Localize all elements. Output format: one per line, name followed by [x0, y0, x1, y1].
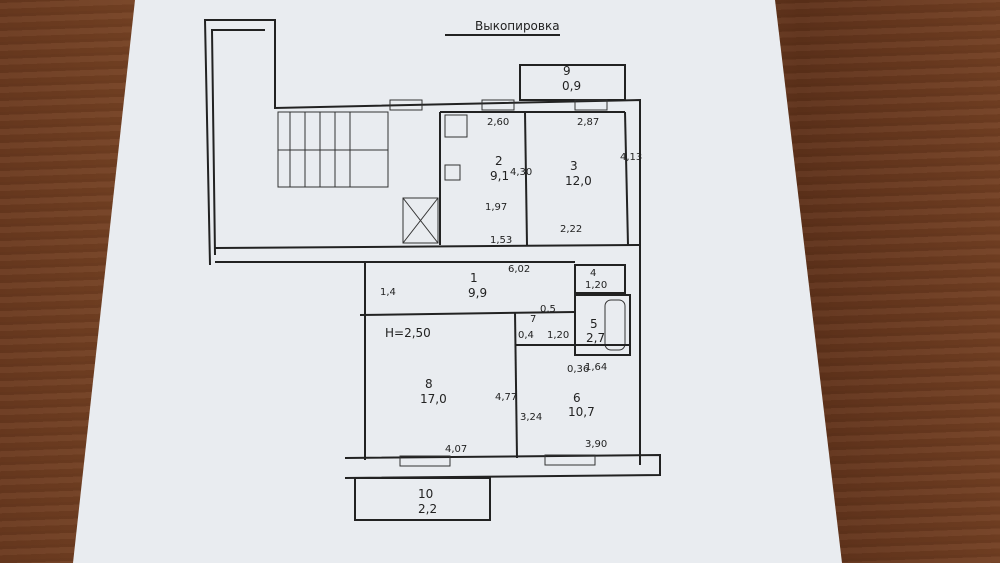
plan-label: 4,30 — [510, 167, 532, 178]
plan-label: 3 — [570, 159, 578, 173]
plan-label: 0,4 — [518, 330, 534, 341]
plan-label: 10 — [418, 487, 433, 501]
plan-label: 0,9 — [562, 79, 581, 93]
plan-label: 2,7 — [586, 331, 605, 345]
plan-label: 7 — [530, 314, 536, 325]
walls — [203, 19, 661, 521]
window — [389, 99, 423, 111]
bathtub-icon — [604, 299, 626, 351]
plan-label: 6,02 — [508, 264, 530, 275]
room-5-bath — [574, 294, 631, 356]
room-4-wc — [574, 264, 626, 294]
balcony-10 — [354, 477, 491, 521]
plan-label: 9,1 — [490, 169, 509, 183]
plan-label: 4,77 — [495, 392, 517, 403]
sink-icon — [444, 164, 461, 181]
plan-label: 9 — [563, 64, 571, 78]
plan-label: 1,64 — [585, 362, 607, 373]
plan-label: 2 — [495, 154, 503, 168]
plan-label: 1,97 — [485, 202, 507, 213]
plan-label: 9,9 — [468, 286, 487, 300]
plan-label: 0,36 — [567, 364, 589, 375]
plan-label: 5 — [590, 317, 598, 331]
plan-label: 1,20 — [585, 280, 607, 291]
paper-sheet — [73, 0, 842, 563]
plan-label: 4,13 — [620, 152, 642, 163]
plan-label: 3,90 — [585, 439, 607, 450]
plan-label: 10,7 — [568, 405, 595, 419]
plan-label: 1,20 — [547, 330, 569, 341]
plan-label: 1,4 — [380, 287, 396, 298]
dimension-labels: 2,60 2,87 4,13 4,30 1,97 1,53 2,22 6,02 … — [380, 117, 642, 455]
plan-label: 1 — [470, 271, 478, 285]
plan-label: 6 — [573, 391, 581, 405]
stove-icon — [444, 114, 468, 138]
plan-label: 1,53 — [490, 235, 512, 246]
plan-label: 3,24 — [520, 412, 542, 423]
stairs — [277, 111, 389, 188]
window — [481, 99, 515, 111]
room-labels: 19,9 29,1 312,0 41,20 52,7 610,7 70,4 81… — [385, 64, 607, 516]
plan-title: Выкопировка — [475, 19, 560, 33]
plan-label: 17,0 — [420, 392, 447, 406]
plan-label: 0,5 — [540, 304, 556, 315]
plan-label: 2,60 — [487, 117, 509, 128]
plan-label: 2,2 — [418, 502, 437, 516]
window — [544, 454, 596, 466]
balcony-9 — [519, 64, 626, 101]
plan-label: 4 — [590, 268, 596, 279]
plan-label: 2,22 — [560, 224, 582, 235]
window — [399, 455, 451, 467]
elevator-shaft — [402, 197, 439, 244]
window — [574, 99, 608, 111]
plan-label: 4,07 — [445, 444, 467, 455]
plan-label: H=2,50 — [385, 326, 431, 340]
plan-label: 2,87 — [577, 117, 599, 128]
plan-label: 12,0 — [565, 174, 592, 188]
plan-label: 8 — [425, 377, 433, 391]
